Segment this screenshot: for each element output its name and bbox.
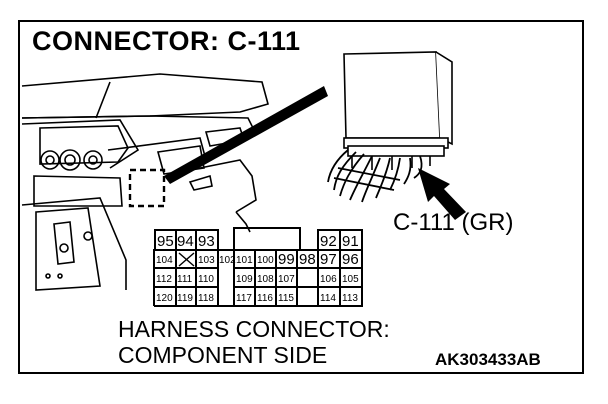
pin-label: 102 <box>219 255 236 266</box>
connector-arrow <box>418 168 466 220</box>
pin-label: 92 <box>320 233 337 250</box>
pin-label: 100 <box>257 255 274 266</box>
harness-wires <box>327 149 423 203</box>
pin-label: 110 <box>198 274 214 285</box>
pin-label: 111 <box>177 274 193 285</box>
pin-label: 115 <box>278 293 294 304</box>
component-module <box>343 51 453 170</box>
pin-label: 106 <box>320 274 337 285</box>
pin-label: 93 <box>198 233 215 250</box>
pin-labels-row1: 95 94 93 92 91 <box>157 233 359 250</box>
pin-labels-row2: 104 103 102 101 100 99 98 97 96 <box>156 251 359 268</box>
pin-label: 112 <box>156 274 172 285</box>
pin-label: 117 <box>236 293 252 304</box>
pin-label: 97 <box>320 251 337 268</box>
pin-label: 91 <box>342 233 359 250</box>
diagram-frame <box>18 20 584 374</box>
pin-label: 101 <box>236 255 253 266</box>
pin-label: 98 <box>299 251 316 268</box>
pin-labels-row3: 112 111 110 109 108 107 106 105 <box>156 274 359 285</box>
pin-label: 105 <box>342 274 359 285</box>
dashboard-illustration <box>21 73 269 291</box>
diagram-title: CONNECTOR: C-111 <box>32 26 301 56</box>
pin-label: 94 <box>177 233 194 250</box>
pin-label: 119 <box>177 293 193 304</box>
pin-label: 118 <box>198 293 214 304</box>
harness-caption-line1: HARNESS CONNECTOR: <box>118 316 390 342</box>
pin-label: 108 <box>257 274 274 285</box>
pin-label: 107 <box>278 274 295 285</box>
pin-label: 103 <box>198 255 215 266</box>
pin-label: 104 <box>156 255 173 266</box>
pin-label: 113 <box>342 293 358 304</box>
pin-labels-row4: 120 119 118 117 116 115 114 113 <box>156 293 358 304</box>
pin-label: 116 <box>257 293 273 304</box>
pin-label: 95 <box>157 233 174 250</box>
harness-connector-face <box>153 227 363 307</box>
pin-label: 114 <box>320 293 336 304</box>
component-location-marker <box>128 168 166 208</box>
harness-caption-line2: COMPONENT SIDE <box>118 342 328 368</box>
pin-label: 120 <box>156 293 173 304</box>
figure-code: AK303433AB <box>435 350 541 369</box>
pin-label: 96 <box>342 251 359 268</box>
pointer-wedge <box>164 86 328 184</box>
pin-label: 99 <box>278 251 295 268</box>
pin-label: 109 <box>236 274 253 285</box>
